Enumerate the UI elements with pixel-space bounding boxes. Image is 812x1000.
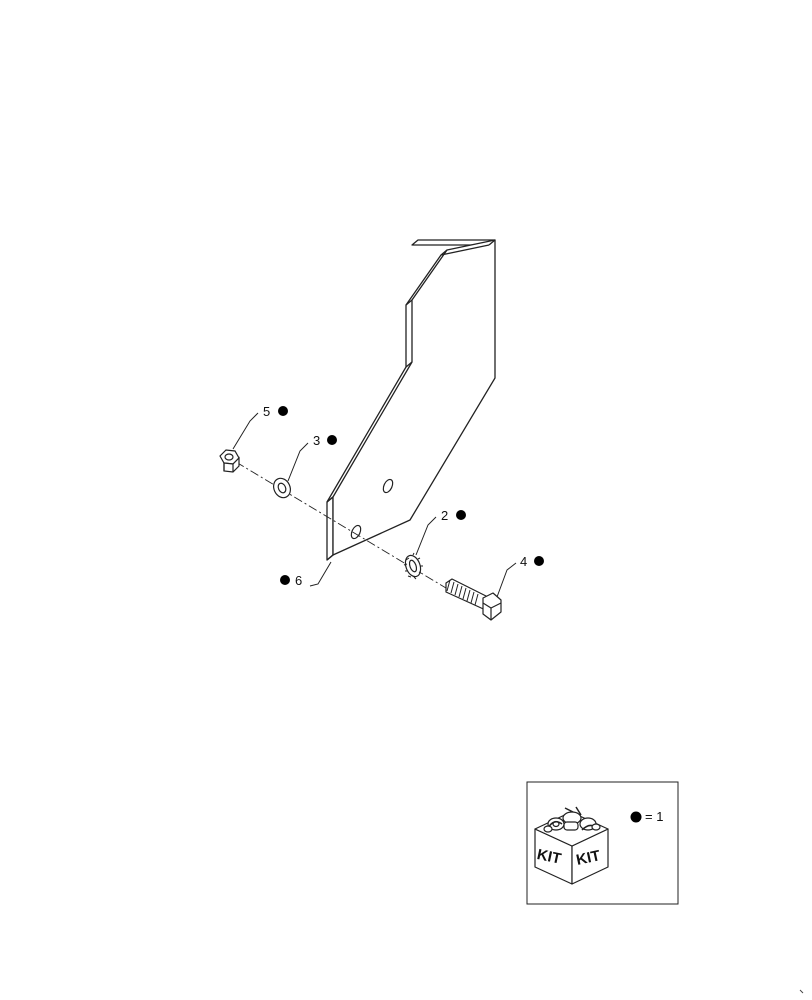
corner-mark: [799, 989, 804, 994]
callout-5-label: 5: [263, 404, 270, 419]
kit-legend: KIT KIT = 1: [526, 781, 679, 905]
flat-washer: [273, 477, 291, 499]
legend-equals-text: = 1: [645, 809, 663, 824]
callout-4-bullet: [534, 556, 544, 566]
callout-3-bullet: [327, 435, 337, 445]
hex-nut: [219, 449, 240, 473]
hex-bolt: [445, 578, 502, 621]
callout-3-label: 3: [313, 433, 320, 448]
callout-5-bullet: [278, 406, 288, 416]
leader-3: [287, 442, 309, 482]
callout-6-label: 6: [295, 573, 302, 588]
lock-washer: [403, 552, 423, 580]
leader-6: [309, 561, 332, 587]
callout-4-label: 4: [520, 554, 527, 569]
callout-2-label: 2: [441, 508, 448, 523]
kit-box-icon: [534, 806, 609, 885]
plate-hole-upper: [382, 478, 394, 494]
callout-6-bullet: [280, 575, 290, 585]
callout-2-bullet: [456, 510, 466, 520]
kit-label-left: KIT: [535, 846, 562, 868]
leader-4: [496, 562, 517, 598]
kit-label-right: KIT: [575, 847, 602, 869]
bracket-plate: [326, 239, 496, 561]
leader-5: [232, 412, 259, 450]
leader-2: [415, 516, 437, 556]
legend-bullet: [630, 811, 642, 823]
